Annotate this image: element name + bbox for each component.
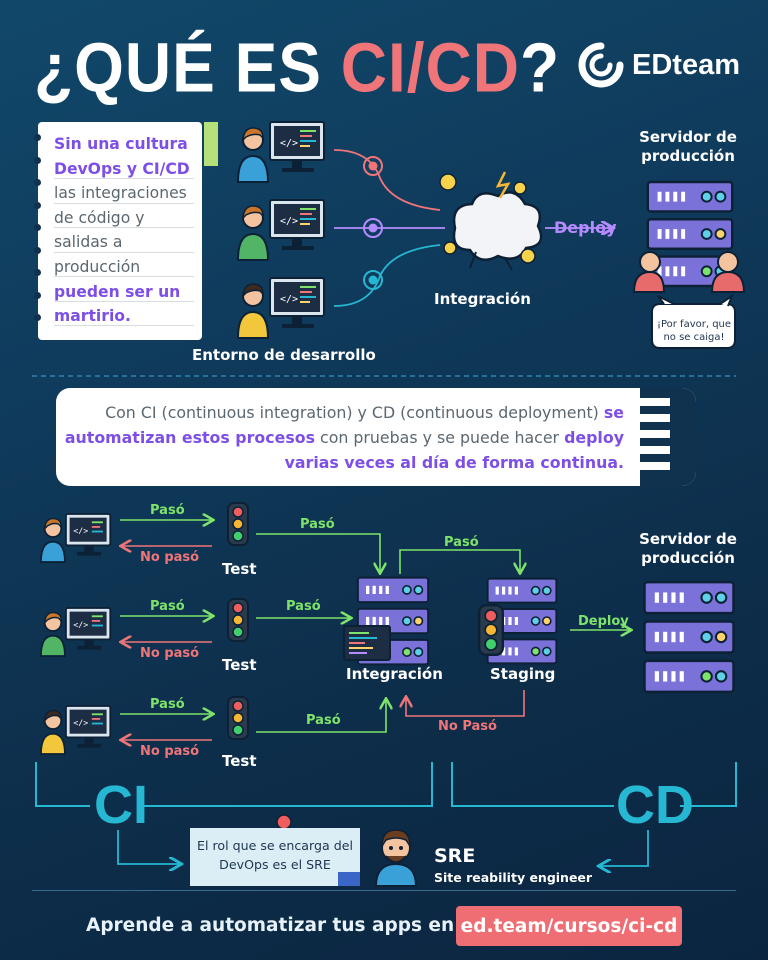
intro-plain: las integraciones de código y salidas a … [54,184,187,276]
top-integration-label: Integración [434,290,531,308]
row1-integration-pass-label: Pasó [300,517,335,532]
sre-title: SRE [434,845,476,867]
row2-fail-label: No pasó [140,646,200,661]
commit-node-1 [363,156,383,176]
ci-bracket [35,762,433,807]
row3-fail-label: No pasó [140,744,200,759]
page-title: ¿QUÉ ES CI/CD? [34,28,560,108]
test-light-1 [227,502,249,546]
row3-pass-label: Pasó [150,697,185,712]
brand-logo[interactable]: EDteam [578,42,740,88]
pipeline-dev-3 [40,705,112,755]
test-label-3: Test [222,752,257,770]
test-label-1: Test [222,560,257,578]
intro-note: Sin una cultura DevOps y CI/CD las integ… [34,122,218,340]
title-prefix: ¿QUÉ ES [34,29,341,107]
footer-divider [32,890,736,891]
course-link-button[interactable]: ed.team/cursos/ci-cd [456,906,682,946]
cd-bracket [451,762,737,807]
staging-pass-label: Pasó [444,535,479,550]
staging-fail-arrow [406,690,525,717]
automation-banner: Con CI (continuous integration) y CD (co… [56,388,696,486]
sticky-note-fold [338,872,360,886]
pipeline-dev-1 [40,513,112,563]
dev-workstation-3 [237,277,325,339]
banner-text: Con CI (continuous integration) y CD (co… [64,403,624,472]
top-production-server [646,180,734,288]
dev3-connector [333,244,441,307]
title-suffix: ? [519,29,561,107]
dev1-connector [333,149,441,211]
row2-integration-pass-label: Pasó [286,599,321,614]
note-tab [204,122,218,166]
sticky-note-text: El rol que se encarga del DevOps es el S… [197,838,353,872]
brand-name: EDteam [632,48,740,81]
staging-fail-label: No Pasó [438,719,497,734]
intro-highlight-1: Sin una cultura DevOps y CI/CD [54,135,190,178]
row2-pass-label: Pasó [150,599,185,614]
row1-fail-label: No pasó [140,550,200,565]
edteam-logo-icon [578,42,624,88]
row3-integration-pass-label: Pasó [306,713,341,728]
dev-environment-label: Entorno de desarrollo [192,346,376,364]
note-rings [34,134,41,337]
pipeline-production-server [643,580,735,694]
integration-to-staging-arrow [399,549,520,574]
row1-to-integration-arrow [256,533,380,572]
sticky-note: El rol que se encarga del DevOps es el S… [190,828,360,886]
intro-note-text: Sin una cultura DevOps y CI/CD las integ… [54,132,198,329]
sre-avatar [374,829,418,887]
row1-pass-label: Pasó [150,503,185,518]
staging-label: Staging [490,665,556,683]
integration-label: Integración [346,665,443,683]
pipeline-dev-2 [40,607,112,657]
cd-to-role-arrow [600,830,649,866]
commit-node-3 [363,270,383,290]
commit-node-2 [363,218,383,238]
dev-workstation-2 [237,199,325,261]
pipeline-deploy-label: Deploy [578,614,629,629]
cd-label: CD [616,775,694,835]
integration-chaos-cloud [439,171,543,271]
test-label-2: Test [222,656,257,674]
ci-label: CI [94,775,148,835]
ci-to-role-arrow [117,830,180,864]
row3-to-integration-arrow [256,700,386,733]
dev-workstation-1 [237,121,325,183]
sre-subtitle: Site reability engineer [434,870,593,885]
banner-piano-edge [640,388,696,486]
title-accent: CI/CD [340,29,520,107]
intro-highlight-2: pueden ser un martirio. [54,282,181,326]
speech-bubble [651,293,736,349]
integration-code-window [343,625,391,661]
footer-cta: Aprende a automatizar tus apps en: [86,915,462,936]
worried-engineers [632,251,746,293]
test-light-3 [227,696,249,740]
top-deploy-label: Deploy [554,218,617,237]
test-light-2 [227,598,249,642]
staging-traffic-light [478,604,504,656]
